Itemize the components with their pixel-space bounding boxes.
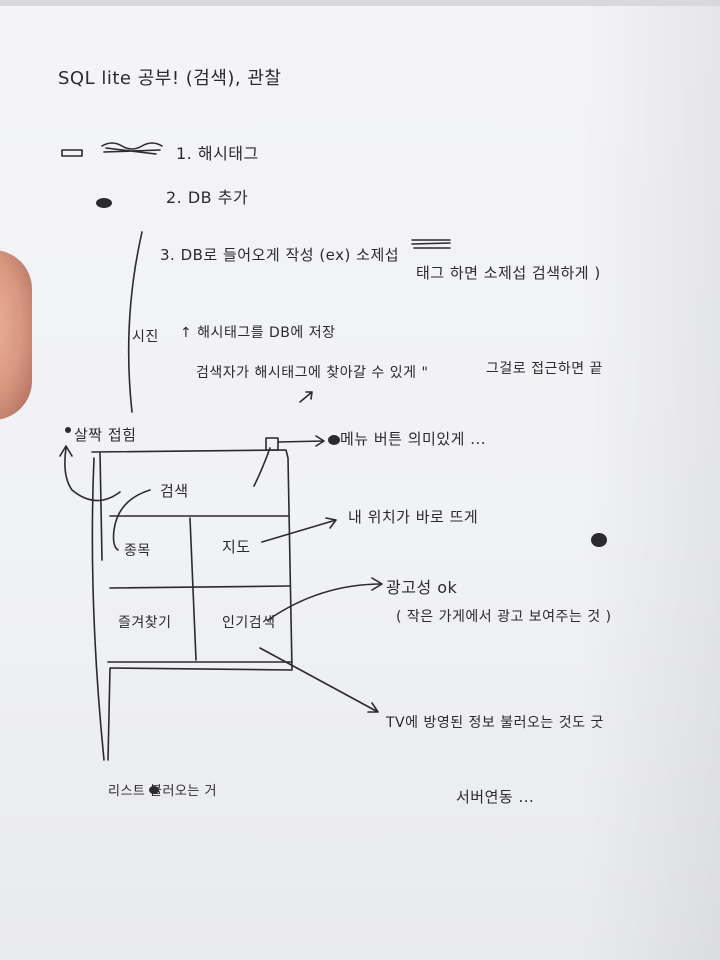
- menu-button-square: [265, 437, 279, 451]
- note-1: ↑ 해시태그를 DB에 저장: [180, 325, 336, 341]
- item-3-continued: 태그 하면 소제섭 검색하게 ): [416, 264, 601, 282]
- wireframe-vertical-divider: [189, 517, 197, 661]
- bracket-line: [127, 231, 143, 413]
- item-2: 2. DB 추가: [166, 188, 249, 207]
- item-1: 1. 해시태그: [176, 144, 259, 163]
- tv-annotation: TV에 방영된 정보 불러오는 것도 굿: [386, 715, 604, 731]
- wireframe-search: 검색: [160, 482, 189, 500]
- server-note: 서버연동 ...: [456, 788, 535, 806]
- location-annotation: 내 위치가 바로 뜨게: [348, 508, 479, 526]
- wireframe-cell-3: 즐겨찾기: [118, 615, 172, 631]
- wireframe-cell-2: 지도: [222, 538, 251, 556]
- page-top-edge: [0, 0, 720, 6]
- scribble-mark: [411, 239, 451, 249]
- side-label: 시진: [132, 329, 159, 345]
- ads-detail: ( 작은 가게에서 광고 보여주는 것 ): [396, 609, 612, 625]
- thumb-photo: [0, 250, 32, 420]
- wireframe-divider: [109, 585, 291, 589]
- arrow-tv: [259, 647, 379, 713]
- wireframe-cell-1: 종목: [124, 543, 151, 559]
- page-title: SQL lite 공부! (검색), 관찰: [58, 68, 282, 89]
- fold-curve: [253, 447, 271, 487]
- bullet-dot: [65, 427, 71, 433]
- arrow-search: [112, 489, 151, 551]
- list-note: 리스트 불러오는 거: [108, 784, 217, 799]
- menu-annotation: 메뉴 버튼 의미있게 ...: [340, 430, 487, 448]
- page-shadow: [580, 0, 720, 960]
- arrow-menu: [277, 435, 325, 447]
- scribble-mark: [103, 147, 161, 155]
- arrow-up-note: [299, 391, 313, 403]
- phone-outline: [91, 449, 293, 761]
- arrow-ads: [267, 577, 383, 621]
- wireframe-cell-4: 인기검색: [222, 615, 276, 631]
- phone-left-edge: [91, 457, 105, 761]
- arrow-location: [261, 517, 337, 543]
- scribble-mark: [328, 435, 340, 445]
- ads-annotation: 광고성 ok: [386, 578, 458, 597]
- fold-label: 살짝 접힘: [74, 426, 137, 444]
- note-3: 그걸로 접근하면 끝: [486, 361, 603, 377]
- scribble-mark: [101, 142, 163, 150]
- note-2: 검색자가 해시태그에 찾아갈 수 있게 ": [196, 365, 429, 381]
- scribble-mark: [61, 149, 83, 157]
- scribble-mark: [96, 198, 112, 208]
- arrow-fold: [64, 447, 121, 502]
- arrow-fold-head: [59, 445, 73, 457]
- scribble-mark: [149, 786, 159, 794]
- scribble-mark: [591, 533, 607, 547]
- item-3: 3. DB로 들어오게 작성 (ex) 소제섭: [160, 246, 400, 264]
